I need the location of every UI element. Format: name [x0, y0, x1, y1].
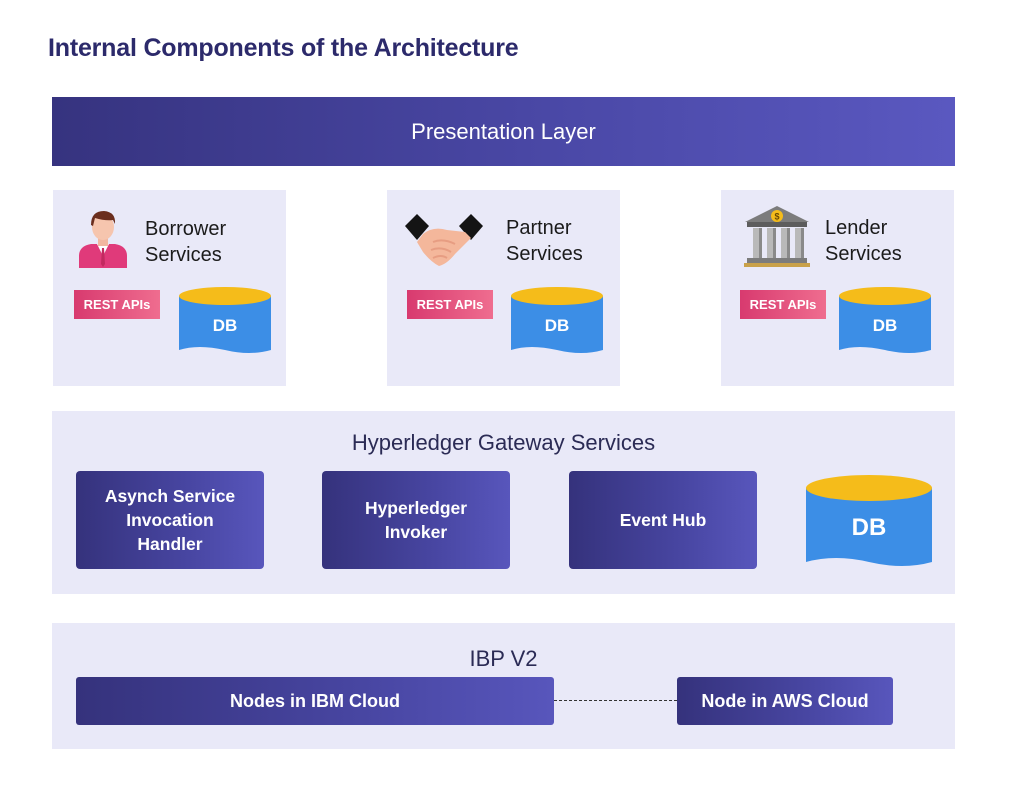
partner-services-card: Partner Services REST APIs DB	[387, 190, 620, 386]
gateway-database-icon: DB	[806, 475, 932, 566]
asynch-service-handler-box: Asynch Service Invocation Handler	[76, 471, 264, 569]
page-title: Internal Components of the Architecture	[48, 34, 519, 62]
rest-api-badge: REST APIs	[407, 290, 493, 319]
rest-api-badge: REST APIs	[740, 290, 826, 319]
lender-services-card: $ Lender Services REST APIs DB	[721, 190, 954, 386]
component-line: Asynch Service	[104, 486, 236, 506]
node-connector-line	[554, 700, 677, 701]
service-name-line1: Partner	[506, 217, 572, 239]
service-name-line2: Services	[145, 244, 222, 266]
gateway-title: Hyperledger Gateway Services	[351, 430, 656, 455]
database-icon: DB	[179, 287, 271, 353]
ibm-cloud-nodes-bar: Nodes in IBM Cloud	[76, 677, 554, 725]
person-icon	[79, 211, 127, 268]
rest-api-badge: REST APIs	[74, 290, 160, 319]
component-line: Event Hub	[619, 510, 707, 530]
borrower-services-card: Borrower Services REST APIs DB	[53, 190, 286, 386]
database-icon: DB	[511, 287, 603, 353]
db-label: DB	[852, 514, 887, 541]
hyperledger-invoker-box: Hyperledger Invoker	[322, 471, 510, 569]
database-icon: DB	[839, 287, 931, 353]
service-name-line2: Services	[506, 243, 583, 265]
db-label: DB	[545, 316, 570, 335]
aws-cloud-node-bar: Node in AWS Cloud	[677, 677, 893, 725]
component-line: Handler	[137, 534, 203, 554]
db-label: DB	[213, 316, 238, 335]
event-hub-box: Event Hub	[569, 471, 757, 569]
bank-icon: $	[744, 206, 810, 267]
service-name-line1: Borrower	[145, 218, 227, 240]
ibp-title: IBP V2	[469, 646, 538, 671]
presentation-layer: Presentation Layer	[52, 97, 955, 166]
db-label: DB	[873, 316, 898, 335]
service-name-line1: Lender	[825, 217, 888, 239]
handshake-icon	[405, 214, 483, 266]
svg-text:$: $	[774, 212, 779, 222]
component-line: Invocation	[126, 510, 214, 530]
service-name-line2: Services	[825, 243, 902, 265]
component-line: Hyperledger	[364, 498, 468, 518]
component-line: Invoker	[384, 522, 448, 542]
